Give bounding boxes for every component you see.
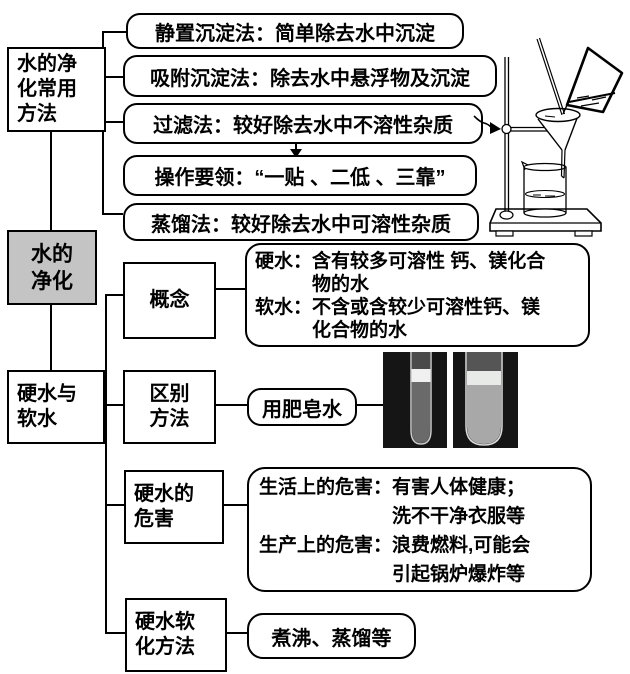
arrow-down-icon <box>290 149 302 158</box>
method-text: 用肥皂水 <box>262 398 342 421</box>
definition-term: 生产上的危害： <box>259 535 393 556</box>
node-water-purification-root: 水的 净化 <box>7 230 97 305</box>
method-text: 过滤法：较好除去水中不溶性杂质 <box>153 115 453 137</box>
node-label: 水的净 化常用 方法 <box>17 53 77 125</box>
connector-line <box>107 632 125 634</box>
soap-water-test: 用肥皂水 <box>247 388 357 426</box>
definition-text: 浪费燃料,可能会 引起锅炉爆炸等 <box>392 535 531 585</box>
definition-text: 有害人体健康； 洗不干净衣服等 <box>392 477 526 527</box>
method-filtration: 过滤法：较好除去水中不溶性杂质 <box>123 103 483 144</box>
filtration-apparatus-drawing <box>489 37 624 237</box>
method-adsorption-settling: 吸附沉淀法：除去水中悬浮物及沉淀 <box>123 55 497 97</box>
connector-line <box>104 31 126 33</box>
soap-test-photo <box>383 352 518 448</box>
definition-row: 生活上的危害： 有害人体健康； 洗不干净衣服等 <box>259 473 586 531</box>
softening-methods-detail: 煮沸、蒸馏等 <box>247 613 416 659</box>
row-label: 区别 方法 <box>149 383 190 430</box>
connector-line <box>212 504 247 506</box>
method-distillation: 蒸馏法：较好除去水中可溶性杂质 <box>123 203 479 241</box>
definition-text: 含有较多可溶性 钙、镁化合 物的水 <box>312 251 546 295</box>
method-settling: 静置沉淀法：简单除去水中沉淀 <box>126 13 464 49</box>
method-text: 操作要领：“一贴 、二低 、三靠” <box>154 167 446 189</box>
connector-line <box>212 404 247 406</box>
definition-row: 生产上的危害： 浪费燃料,可能会 引起锅炉爆炸等 <box>259 531 586 589</box>
connector-line <box>353 404 383 406</box>
definition-term: 硬水： <box>255 251 313 272</box>
arrow-shaft <box>295 141 297 150</box>
method-text: 蒸馏法：较好除去水中可溶性杂质 <box>151 213 451 236</box>
node-hard-vs-soft-water: 硬水与 软水 <box>7 370 105 444</box>
row-label-distinguish-method: 区别 方法 <box>123 370 216 444</box>
definition-term: 软水： <box>255 297 313 318</box>
method-text: 静置沉淀法：简单除去水中沉淀 <box>155 22 435 45</box>
filtration-operation-tips: 操作要领：“一贴 、二低 、三靠” <box>123 155 477 196</box>
definition-text: 不含或含较少可溶性钙、镁 化合物的水 <box>312 297 541 341</box>
wavy-arrow-icon <box>473 115 501 134</box>
connector-line <box>93 76 123 78</box>
definition-row: 硬水： 含有较多可溶性 钙、镁化合 物的水 <box>255 250 584 296</box>
row-label-concept: 概念 <box>123 262 216 339</box>
node-common-purification-methods: 水的净 化常用 方法 <box>7 47 106 132</box>
connector-line <box>212 288 245 290</box>
connector-line <box>104 213 123 215</box>
method-text: 吸附沉淀法：除去水中悬浮物及沉淀 <box>150 67 470 90</box>
connector-line <box>107 294 123 296</box>
node-label: 硬水与 软水 <box>17 383 77 430</box>
connector-line <box>50 128 52 230</box>
hard-water-harms-details: 生活上的危害： 有害人体健康； 洗不干净衣服等 生产上的危害： 浪费燃料,可能会… <box>247 467 592 592</box>
connector-line <box>104 121 123 123</box>
row-label: 概念 <box>149 289 190 311</box>
definition-term: 生活上的危害： <box>259 477 393 498</box>
connector-line <box>93 404 123 406</box>
row-label-softening-methods: 硬水软 化方法 <box>125 598 227 672</box>
connector-line <box>50 301 52 370</box>
definition-row: 软水： 不含或含较少可溶性钙、镁 化合物的水 <box>255 296 584 342</box>
method-text: 煮沸、蒸馏等 <box>271 627 392 650</box>
connector-line <box>107 504 124 506</box>
row-label: 硬水的 危害 <box>134 483 194 530</box>
connector-line <box>215 632 247 634</box>
hard-soft-water-definitions: 硬水： 含有较多可溶性 钙、镁化合 物的水 软水： 不含或含较少可溶性钙、镁 化… <box>245 243 590 347</box>
connector-bracket-line <box>105 294 107 634</box>
node-label: 水的 净化 <box>31 242 73 293</box>
row-label-hard-water-harms: 硬水的 危害 <box>124 470 224 544</box>
row-label: 硬水软 化方法 <box>135 611 195 658</box>
